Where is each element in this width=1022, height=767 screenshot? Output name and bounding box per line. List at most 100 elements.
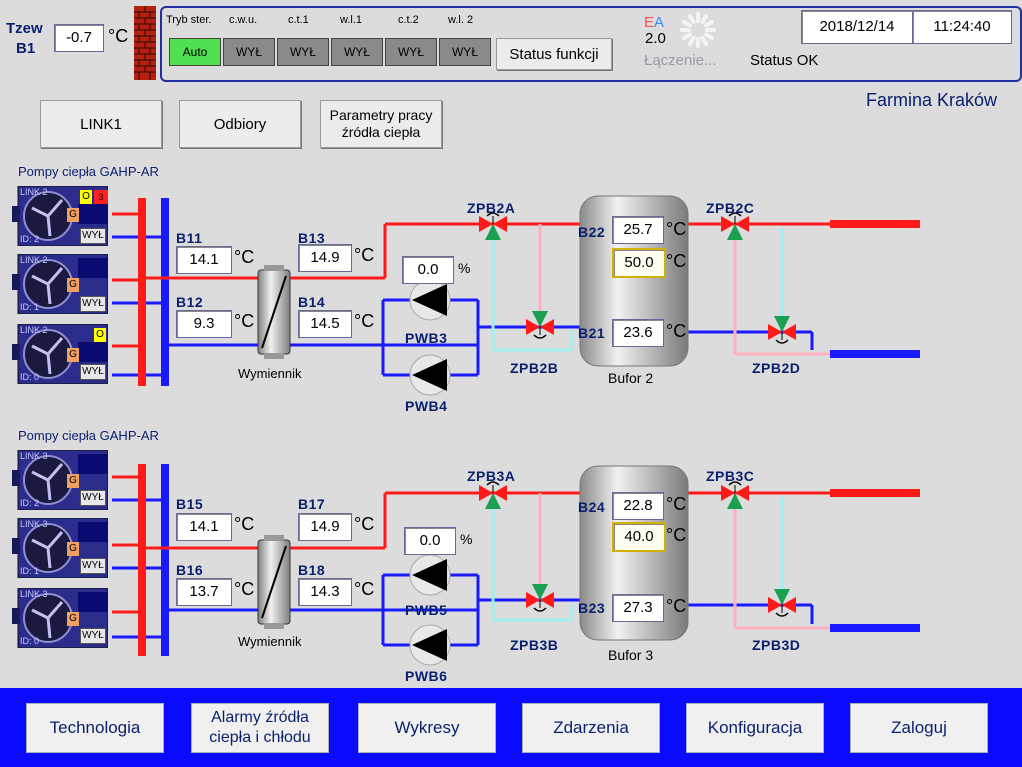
- sensor-b11-label: B11: [176, 230, 203, 246]
- pump-pwb4-label: PWB4: [405, 398, 448, 414]
- unit-c: °C: [234, 579, 255, 599]
- parametry-button[interactable]: Parametry pracy źródła ciepła: [320, 100, 442, 148]
- sensor-b16-label: B16: [176, 562, 204, 578]
- unit-state: WYŁ: [80, 296, 106, 312]
- valve-zpb2c-label: ZPB2C: [706, 200, 755, 216]
- valve-zpb2d-label: ZPB2D: [752, 360, 801, 376]
- group2-pipes: [112, 464, 920, 656]
- alarm-indicator: 3: [94, 190, 108, 204]
- unit-c: °C: [354, 579, 375, 599]
- valve-zpb2a-label: ZPB2A: [467, 200, 516, 216]
- percent-unit: %: [458, 260, 471, 276]
- wykresy-button[interactable]: Wykresy: [358, 703, 496, 753]
- zdarzenia-button[interactable]: Zdarzenia: [522, 703, 660, 753]
- status-funkcji-button[interactable]: Status funkcji: [496, 38, 612, 70]
- pump-pwb6-label: PWB6: [405, 668, 448, 684]
- brick-wall-icon: [134, 6, 156, 80]
- valve-zpb3c-label: ZPB3C: [706, 468, 755, 484]
- group1-title: Pompy ciepła GAHP-AR: [18, 164, 159, 179]
- g-indicator: G: [67, 612, 79, 626]
- sensor-b21-label: B21: [578, 325, 606, 341]
- link1-button[interactable]: LINK1: [40, 100, 162, 148]
- group2-pump-pwb6-shape: [409, 624, 451, 666]
- sensor-b18-value: 14.3: [298, 578, 352, 606]
- group1-exchanger-shape: [257, 265, 291, 359]
- unit-caption: ID: 1: [20, 566, 40, 576]
- unit-c: °C: [666, 596, 687, 616]
- pump-pwb3-label: PWB3: [405, 330, 448, 346]
- sensor-b17-label: B17: [298, 496, 326, 512]
- valve-zpb3b-label: ZPB3B: [510, 637, 559, 653]
- valve-zpb2b-label: ZPB2B: [510, 360, 559, 376]
- buffer3-setpoint[interactable]: 40.0: [612, 522, 666, 552]
- g-indicator: G: [67, 474, 79, 488]
- mode-ct1-button[interactable]: WYŁ: [277, 38, 329, 66]
- piping-diagram: [112, 195, 920, 666]
- valve-zpb3a-shape: [479, 481, 507, 509]
- sensor-b21-value: 23.6: [612, 319, 664, 347]
- technologia-button[interactable]: Technologia: [26, 703, 164, 753]
- tzew-sensor-label: B1: [16, 40, 36, 57]
- mode-label-ct2: c.t.2: [398, 14, 419, 26]
- unit-state: WYŁ: [80, 228, 106, 244]
- unit-c: °C: [234, 311, 255, 331]
- unit-c: °C: [666, 251, 687, 271]
- ea-version: 2.0: [645, 30, 666, 47]
- sensor-b16-value: 13.7: [176, 578, 232, 606]
- percent-unit: %: [460, 531, 473, 547]
- pump-speed-value[interactable]: 0.0: [402, 256, 454, 284]
- heat-pump-unit-5[interactable]: LINK 3 ID: 1 G WYŁ: [12, 518, 108, 578]
- mode-auto-button[interactable]: Auto: [169, 38, 221, 66]
- g-indicator: G: [67, 278, 79, 292]
- sensor-b13-label: B13: [298, 230, 326, 246]
- g-indicator: G: [67, 348, 79, 362]
- unit-state: WYŁ: [80, 628, 106, 644]
- odbiory-button[interactable]: Odbiory: [179, 100, 301, 148]
- valve-zpb2d-shape: [768, 316, 796, 344]
- zaloguj-button[interactable]: Zaloguj: [850, 703, 988, 753]
- heat-pump-unit-1[interactable]: LINK 2 ID: 2 O 3 G WYŁ: [12, 186, 108, 246]
- connecting-status: Łączenie...: [644, 52, 717, 69]
- mode-ct2-button[interactable]: WYŁ: [385, 38, 437, 66]
- alarmy-button[interactable]: Alarmy źródła ciepła i chłodu: [191, 703, 329, 753]
- group1-pipes: [112, 198, 920, 386]
- buffer2-label: Bufor 2: [608, 370, 654, 386]
- valve-zpb3a-label: ZPB3A: [467, 468, 516, 484]
- exchanger-label: Wymiennik: [238, 634, 302, 649]
- valve-zpb3b-shape: [526, 584, 554, 612]
- mode-cwu-button[interactable]: WYŁ: [223, 38, 275, 66]
- unit-state: WYŁ: [80, 490, 106, 506]
- o-indicator: O: [80, 190, 92, 204]
- heat-pump-unit-2[interactable]: LINK 2 ID: 1 G WYŁ: [12, 254, 108, 314]
- pump-speed-value[interactable]: 0.0: [404, 527, 456, 555]
- unit-caption: ID: 2: [20, 498, 40, 508]
- sensor-b13-value: 14.9: [298, 244, 352, 272]
- sensor-b23-value: 27.3: [612, 594, 664, 622]
- unit-caption: LINK 2: [20, 255, 48, 265]
- control-panel: [160, 6, 1022, 82]
- sensor-b14-value: 14.5: [298, 310, 352, 338]
- unit-c: °C: [666, 219, 687, 239]
- o-indicator: O: [94, 328, 106, 342]
- unit-caption: ID: 0: [20, 636, 40, 646]
- heat-pump-unit-6[interactable]: LINK 3 ID: 0 G WYŁ: [12, 588, 108, 648]
- mode-wl1-button[interactable]: WYŁ: [331, 38, 383, 66]
- unit-state: WYŁ: [80, 364, 106, 380]
- heat-pump-unit-3[interactable]: LINK 2 ID: 0 O G WYŁ: [12, 324, 108, 384]
- konfiguracja-button[interactable]: Konfiguracja: [686, 703, 824, 753]
- sensor-b23-label: B23: [578, 600, 606, 616]
- unit-c: °C: [234, 514, 255, 534]
- group2-title: Pompy ciepła GAHP-AR: [18, 428, 159, 443]
- sensor-b15-label: B15: [176, 496, 204, 512]
- sensor-b11-value: 14.1: [176, 246, 232, 274]
- mode-label-tryb: Tryb ster.: [166, 14, 212, 26]
- unit-c: °C: [666, 494, 687, 514]
- unit-c: °C: [354, 514, 375, 534]
- buffer2-setpoint[interactable]: 50.0: [612, 248, 666, 278]
- heat-pump-unit-4[interactable]: LINK 3 ID: 2 G WYŁ: [12, 450, 108, 510]
- tzew-label: Tzew: [6, 20, 43, 37]
- g-indicator: G: [67, 542, 79, 556]
- mode-wl2-button[interactable]: WYŁ: [439, 38, 491, 66]
- sensor-b15-value: 14.1: [176, 513, 232, 541]
- mode-label-ct1: c.t.1: [288, 14, 309, 26]
